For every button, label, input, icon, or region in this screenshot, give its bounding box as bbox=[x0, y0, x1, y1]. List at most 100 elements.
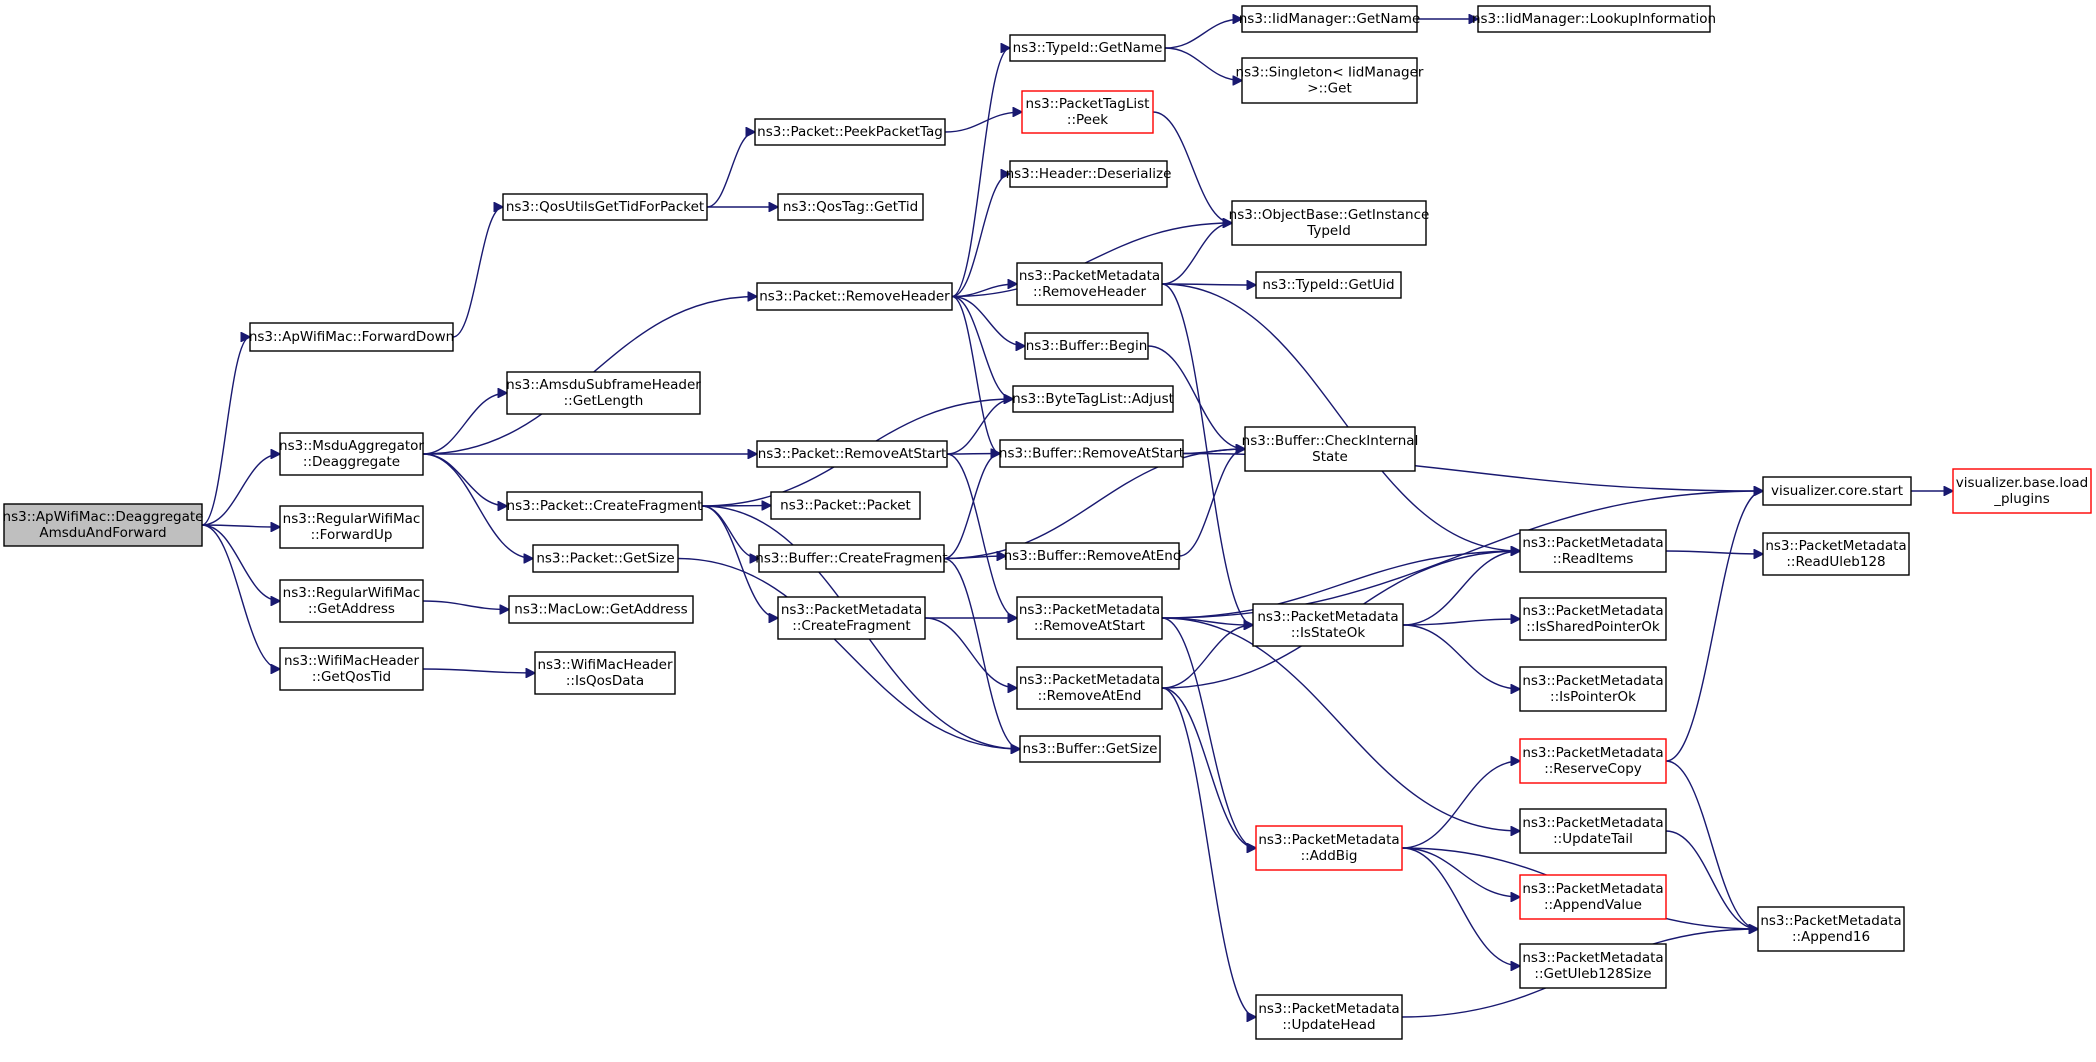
node-box[interactable] bbox=[754, 118, 946, 146]
node-ns3-packetmetadata-updatetail[interactable]: ns3::PacketMetadata::UpdateTail bbox=[1519, 808, 1667, 854]
node-ns3-iidmanager-lookupinformation[interactable]: ns3::IidManager::LookupInformation bbox=[1472, 5, 1716, 33]
node-ns3-typeid-getuid[interactable]: ns3::TypeId::GetUid bbox=[1255, 271, 1402, 299]
node-box[interactable] bbox=[506, 491, 703, 521]
node-box[interactable] bbox=[508, 595, 694, 624]
node-ns3-packet-getsize[interactable]: ns3::Packet::GetSize bbox=[532, 544, 679, 573]
node-ns3-qostag-gettid[interactable]: ns3::QosTag::GetTid bbox=[777, 193, 924, 221]
node-ns3-maclow-getaddress[interactable]: ns3::MacLow::GetAddress bbox=[508, 595, 694, 624]
node-box[interactable] bbox=[279, 432, 424, 476]
node-ns3-packet-removeatstart[interactable]: ns3::Packet::RemoveAtStart bbox=[756, 440, 948, 468]
node-ns3-packet-packet[interactable]: ns3::Packet::Packet bbox=[770, 491, 921, 520]
node-ns3-header-deserialize[interactable]: ns3::Header::Deserialize bbox=[1006, 160, 1172, 188]
node-box[interactable] bbox=[1241, 5, 1418, 33]
node-box[interactable] bbox=[1016, 262, 1163, 306]
node-box[interactable] bbox=[999, 439, 1184, 468]
node-box[interactable] bbox=[3, 503, 203, 547]
node-box[interactable] bbox=[1019, 735, 1161, 763]
node-box[interactable] bbox=[1005, 542, 1180, 570]
node-box[interactable] bbox=[1016, 596, 1163, 640]
node-box[interactable] bbox=[249, 322, 454, 352]
node-ns3-singleton-iidmanager-get[interactable]: ns3::Singleton< IidManager>::Get bbox=[1236, 57, 1424, 104]
node-ns3-packetmetadata-readuleb128[interactable]: ns3::PacketMetadata::ReadUleb128 bbox=[1762, 532, 1910, 576]
node-box[interactable] bbox=[1952, 468, 2092, 514]
node-ns3-packetmetadata-addbig[interactable]: ns3::PacketMetadata::AddBig bbox=[1255, 825, 1403, 871]
node-box[interactable] bbox=[1252, 603, 1404, 647]
node-box[interactable] bbox=[1519, 597, 1667, 641]
node-ns3-msduaggregator-deaggregate[interactable]: ns3::MsduAggregator::Deaggregate bbox=[279, 432, 424, 476]
node-box[interactable] bbox=[279, 579, 424, 623]
node-ns3-qosutilsgettidforpacket[interactable]: ns3::QosUtilsGetTidForPacket bbox=[502, 193, 708, 221]
node-ns3-packetmetadata-issharedpointerok[interactable]: ns3::PacketMetadata::IsSharedPointerOk bbox=[1519, 597, 1667, 641]
node-ns3-packetmetadata-removeheader[interactable]: ns3::PacketMetadata::RemoveHeader bbox=[1016, 262, 1163, 306]
node-box[interactable] bbox=[1255, 271, 1402, 299]
node-box[interactable] bbox=[1231, 200, 1427, 246]
node-ns3-wifimacheader-getqostid[interactable]: ns3::WifiMacHeader::GetQosTid bbox=[279, 647, 424, 691]
node-ns3-packetmetadata-removeatstart[interactable]: ns3::PacketMetadata::RemoveAtStart bbox=[1016, 596, 1163, 640]
node-box[interactable] bbox=[1762, 476, 1912, 506]
node-box[interactable] bbox=[1519, 943, 1667, 989]
node-ns3-wifimacheader-isqosdata[interactable]: ns3::WifiMacHeader::IsQosData bbox=[534, 651, 676, 695]
node-box[interactable] bbox=[1244, 426, 1416, 472]
node-box[interactable] bbox=[502, 193, 708, 221]
node-box[interactable] bbox=[756, 440, 948, 468]
node-box[interactable] bbox=[1762, 532, 1910, 576]
node-box[interactable] bbox=[1009, 160, 1168, 188]
node-ns3-buffer-getsize[interactable]: ns3::Buffer::GetSize bbox=[1019, 735, 1161, 763]
node-box[interactable] bbox=[777, 193, 924, 221]
node-ns3-packetmetadata-updatehead[interactable]: ns3::PacketMetadata::UpdateHead bbox=[1255, 994, 1403, 1040]
node-box[interactable] bbox=[279, 647, 424, 691]
node-box[interactable] bbox=[1255, 825, 1403, 871]
node-box[interactable] bbox=[1519, 529, 1667, 573]
node-box[interactable] bbox=[534, 651, 676, 695]
node-ns3-packetmetadata-appendvalue[interactable]: ns3::PacketMetadata::AppendValue bbox=[1519, 874, 1667, 920]
node-box[interactable] bbox=[758, 544, 945, 573]
node-ns3-buffer-begin[interactable]: ns3::Buffer::Begin bbox=[1024, 332, 1149, 360]
node-ns3-packet-removeheader[interactable]: ns3::Packet::RemoveHeader bbox=[756, 282, 953, 311]
node-ns3-packetmetadata-readitems[interactable]: ns3::PacketMetadata::ReadItems bbox=[1519, 529, 1667, 573]
node-ns3-packet-peekpackettag[interactable]: ns3::Packet::PeekPacketTag bbox=[754, 118, 946, 146]
node-ns3-bytetaglist-adjust[interactable]: ns3::ByteTagList::Adjust bbox=[1012, 385, 1174, 413]
node-box[interactable] bbox=[1241, 57, 1418, 104]
node-ns3-buffer-removeatend[interactable]: ns3::Buffer::RemoveAtEnd bbox=[1004, 542, 1182, 570]
node-box[interactable] bbox=[279, 505, 424, 549]
node-box[interactable] bbox=[1519, 808, 1667, 854]
node-visualizer-base-load-plugins[interactable]: visualizer.base.load_plugins bbox=[1952, 468, 2092, 514]
node-ns3-packet-createfragment[interactable]: ns3::Packet::CreateFragment bbox=[506, 491, 703, 521]
node-ns3-packetmetadata-createfragment[interactable]: ns3::PacketMetadata::CreateFragment bbox=[777, 596, 926, 640]
node-box[interactable] bbox=[1757, 906, 1905, 952]
node-box[interactable] bbox=[506, 371, 701, 415]
node-ns3-packetmetadata-ispointerok[interactable]: ns3::PacketMetadata::IsPointerOk bbox=[1519, 666, 1667, 712]
node-ns3-packettaglist-peek[interactable]: ns3::PacketTagList::Peek bbox=[1021, 90, 1154, 134]
node-box[interactable] bbox=[1519, 666, 1667, 712]
node-box[interactable] bbox=[770, 491, 921, 520]
node-box[interactable] bbox=[1016, 666, 1163, 710]
node-box[interactable] bbox=[1519, 738, 1667, 784]
node-box[interactable] bbox=[1012, 385, 1174, 413]
node-ns3-packetmetadata-reservecopy[interactable]: ns3::PacketMetadata::ReserveCopy bbox=[1519, 738, 1667, 784]
node-ns3-regularwifimac-getaddress[interactable]: ns3::RegularWifiMac::GetAddress bbox=[279, 579, 424, 623]
node-ns3-packetmetadata-append16[interactable]: ns3::PacketMetadata::Append16 bbox=[1757, 906, 1905, 952]
node-box[interactable] bbox=[1477, 5, 1711, 33]
node-ns3-buffer-createfragment[interactable]: ns3::Buffer::CreateFragment bbox=[755, 544, 948, 573]
node-box[interactable] bbox=[756, 282, 953, 311]
node-ns3-apwifimac-forwarddown[interactable]: ns3::ApWifiMac::ForwardDown bbox=[249, 322, 454, 352]
node-box[interactable] bbox=[1021, 90, 1154, 134]
node-box[interactable] bbox=[1255, 994, 1403, 1040]
node-ns3-iidmanager-getname[interactable]: ns3::IidManager::GetName bbox=[1239, 5, 1421, 33]
node-box[interactable] bbox=[532, 544, 679, 573]
node-ns3-packetmetadata-removeatend[interactable]: ns3::PacketMetadata::RemoveAtEnd bbox=[1016, 666, 1163, 710]
node-ns3-packetmetadata-getuleb128size[interactable]: ns3::PacketMetadata::GetUleb128Size bbox=[1519, 943, 1667, 989]
node-ns3-packetmetadata-isstateok[interactable]: ns3::PacketMetadata::IsStateOk bbox=[1252, 603, 1404, 647]
node-ns3-buffer-removeatstart[interactable]: ns3::Buffer::RemoveAtStart bbox=[999, 439, 1184, 468]
node-ns3-regularwifimac-forwardup[interactable]: ns3::RegularWifiMac::ForwardUp bbox=[279, 505, 424, 549]
node-ns3-apwifimac-deaggregateamsduandforward[interactable]: ns3::ApWifiMac::DeaggregateAmsduAndForwa… bbox=[3, 503, 204, 547]
node-box[interactable] bbox=[1024, 332, 1149, 360]
node-ns3-amsdusubframeheader-getlength[interactable]: ns3::AmsduSubframeHeader::GetLength bbox=[506, 371, 701, 415]
node-box[interactable] bbox=[1519, 874, 1667, 920]
node-box[interactable] bbox=[777, 596, 926, 640]
node-visualizer-core-start[interactable]: visualizer.core.start bbox=[1762, 476, 1912, 506]
node-ns3-typeid-getname[interactable]: ns3::TypeId::GetName bbox=[1009, 34, 1166, 62]
node-box[interactable] bbox=[1009, 34, 1166, 62]
